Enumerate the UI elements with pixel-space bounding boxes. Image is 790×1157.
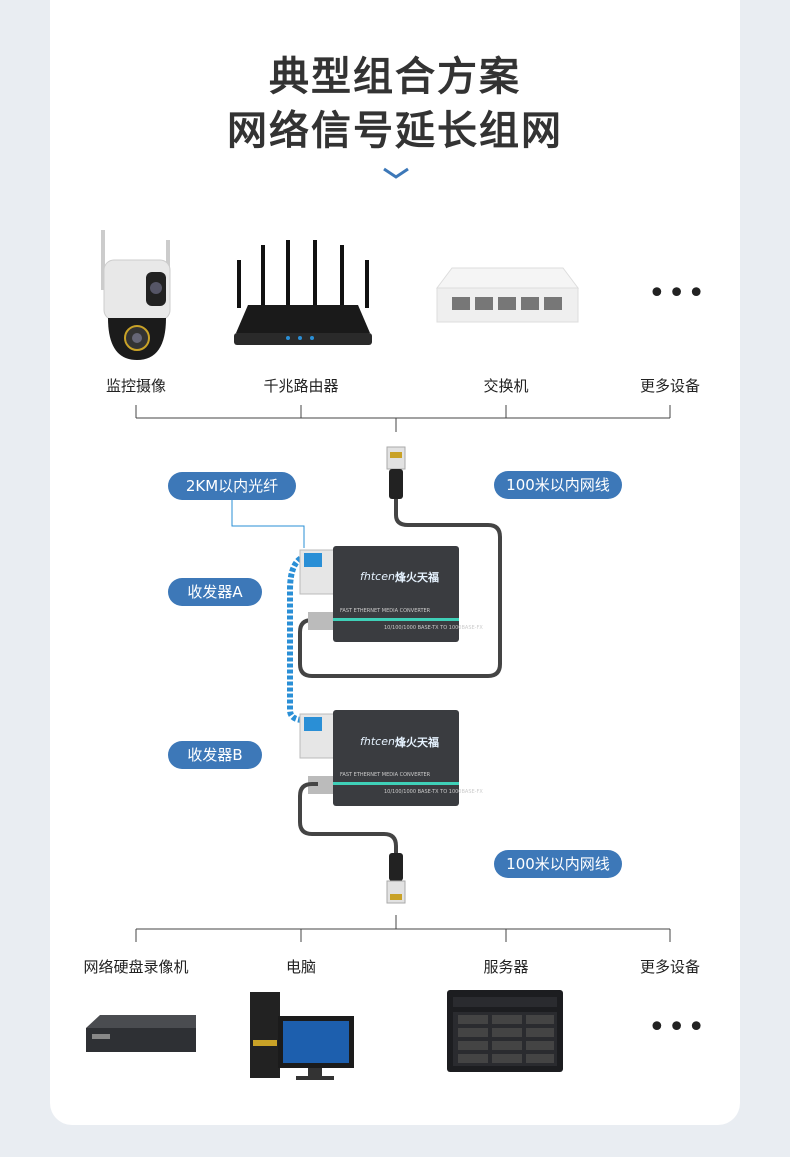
top-bracket xyxy=(135,405,671,432)
device-label-nvr: 网络硬盘录像机 xyxy=(83,958,189,976)
tag-transceiver-b: 收发器B xyxy=(168,741,262,769)
camera-icon xyxy=(101,230,171,360)
device-label-server: 服务器 xyxy=(483,958,529,976)
switch-icon xyxy=(436,267,579,323)
converter-a xyxy=(299,546,459,642)
tag-cable-bottom: 100米以内网线 xyxy=(494,850,622,878)
router-icon xyxy=(234,240,372,345)
converter-a-spec: 10/100/1000 BASE-TX TO 1000BASE-FX xyxy=(384,625,483,631)
converter-a-brand: fhtcen xyxy=(360,570,395,583)
converter-b-spec: 10/100/1000 BASE-TX TO 1000BASE-FX xyxy=(384,789,483,795)
converter-b-model: FAST ETHERNET MEDIA CONVERTER xyxy=(340,772,431,778)
converter-b xyxy=(299,710,459,806)
device-label-switch: 交换机 xyxy=(483,377,529,395)
title-line-1: 典型组合方案 xyxy=(269,54,521,100)
fiber-leader xyxy=(231,498,305,548)
device-label-router: 千兆路由器 xyxy=(263,377,339,395)
tag-fiber: 2KM以内光纤 xyxy=(168,472,296,500)
rj45-plug-bottom xyxy=(386,853,406,904)
device-label-more-bottom: 更多设备 xyxy=(639,958,700,976)
device-label-camera: 监控摄像 xyxy=(105,377,166,395)
bottom-bracket xyxy=(135,915,671,942)
cable-bottom xyxy=(298,782,398,855)
rj45-plug-top xyxy=(386,446,406,499)
device-label-more-top: 更多设备 xyxy=(639,377,700,395)
converter-b-brand-cn: 烽火天福 xyxy=(395,736,439,749)
more-icon-bottom: ••• xyxy=(648,1010,708,1045)
converter-b-brand: fhtcen xyxy=(360,735,395,748)
chevron-down-icon xyxy=(383,167,409,179)
tag-transceiver-a: 收发器A xyxy=(168,578,262,606)
computer-icon xyxy=(250,992,354,1080)
title-line-2: 网络信号延长组网 xyxy=(227,108,563,154)
nvr-icon xyxy=(86,1015,196,1052)
tag-cable-top: 100米以内网线 xyxy=(494,471,622,499)
converter-a-brand-cn: 烽火天福 xyxy=(395,571,439,584)
cable-top xyxy=(298,499,502,678)
device-label-computer: 电脑 xyxy=(285,958,316,976)
more-icon-top: ••• xyxy=(648,276,708,311)
converter-a-model: FAST ETHERNET MEDIA CONVERTER xyxy=(340,608,431,614)
server-icon xyxy=(447,990,563,1072)
